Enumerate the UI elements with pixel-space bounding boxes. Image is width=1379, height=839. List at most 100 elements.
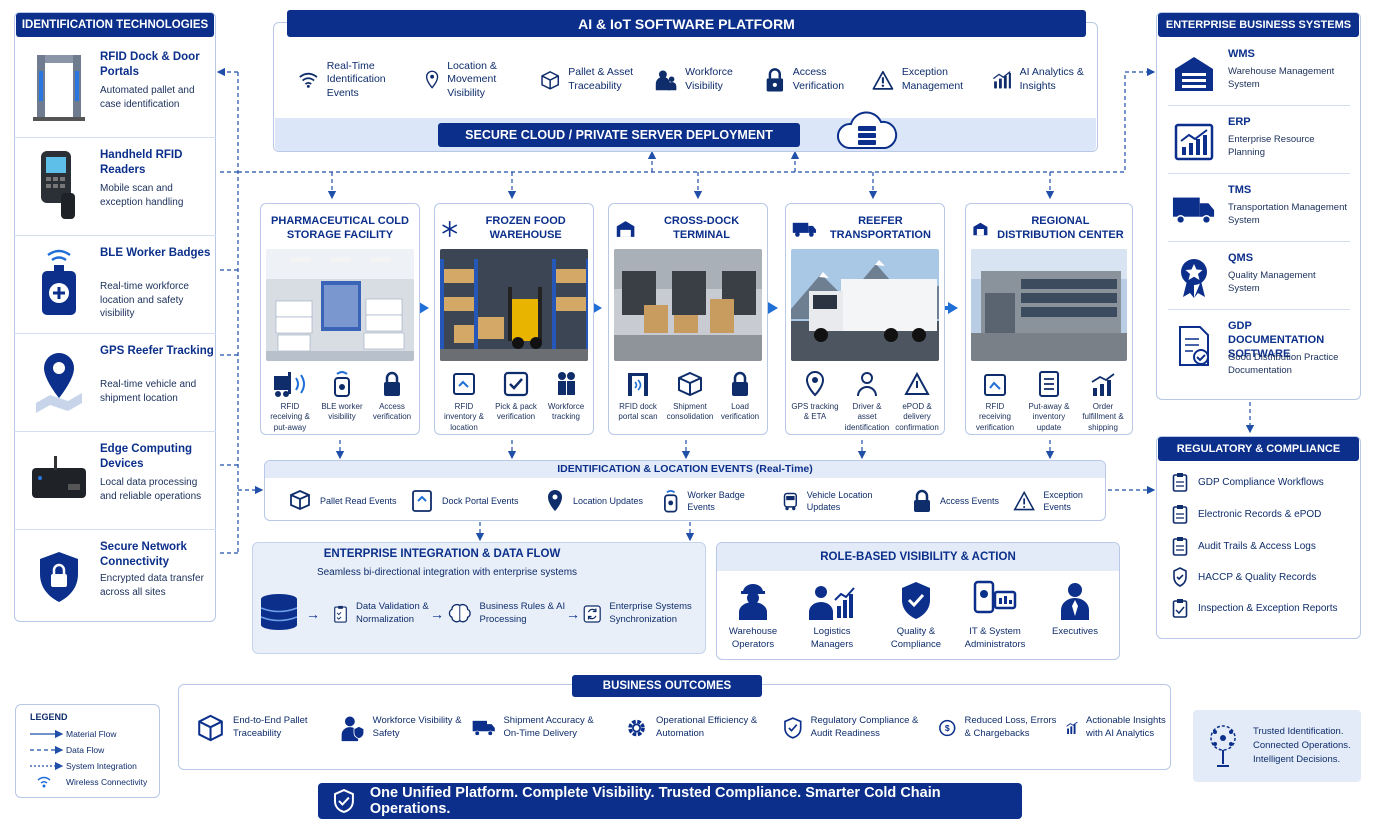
ble-badge-icon (24, 248, 94, 318)
facility-function: RFID inventory & location (439, 370, 489, 433)
facility-function: Put-away & inventory update (1024, 370, 1074, 433)
facility-function: Order fulfillment & shipping (1078, 370, 1128, 433)
facility-function: RFID receiving & put-away (265, 370, 315, 433)
cloud-server-icon (833, 110, 901, 152)
driver-icon (857, 372, 877, 397)
outcomes-panel (178, 684, 1171, 770)
facility-function: Driver & asset identification (842, 370, 892, 433)
facility-function: ePOD & delivery confirmation (892, 370, 942, 433)
tech-item-edge-device: Edge Computing Devices Local data proces… (14, 432, 216, 530)
tagline-box (1193, 710, 1361, 782)
compliance-header: REGULATORY & COMPLIANCE (1158, 437, 1359, 461)
gps-pin-icon (805, 370, 825, 397)
location-pin-icon (425, 70, 439, 89)
rfid-portal-icon (24, 52, 94, 122)
facility-title: PHARMACEUTICAL COLD STORAGE FACILITY (271, 215, 409, 241)
fulfillment-chart-icon (1091, 373, 1115, 396)
integration-step: Enterprise Systems Synchronization (583, 594, 703, 634)
facility-function: Load verification (715, 370, 765, 423)
legend-title: LEGEND (30, 712, 68, 722)
warehouse-icon (973, 222, 988, 236)
database-icon (258, 592, 300, 632)
tech-title: Handheld RFID Readers (100, 149, 183, 176)
role-executives: Executives (1040, 580, 1110, 639)
gear-icon (628, 719, 645, 737)
tech-item-ble-badge: BLE Worker Badges Real-time workforce lo… (14, 236, 216, 334)
executive-icon (1061, 583, 1089, 620)
tech-item-handheld-reader: Handheld RFID Readers Mobile scan and ex… (14, 138, 216, 236)
tech-title: BLE Worker Badges (100, 247, 211, 259)
legend-data-flow: Data Flow (66, 745, 105, 755)
tech-item-network: Secure Network Connectivity Encrypted da… (14, 530, 216, 628)
checklist-icon (1039, 371, 1059, 397)
event-item: Vehicle Location Updates (782, 485, 892, 517)
facility-title: REEFER TRANSPORTATION (792, 212, 938, 246)
dollar-icon: $ (939, 719, 956, 737)
platform-item: Exception Management (872, 56, 977, 104)
identification-technologies-panel (14, 12, 216, 622)
lock-icon (914, 489, 930, 512)
role-logistics-managers: Logistics Managers (797, 580, 867, 652)
platform-item: AI Analytics & Insights (992, 56, 1092, 104)
vehicle-icon (783, 492, 798, 511)
platform-item: Workforce Visibility (655, 56, 755, 104)
insights-chart-icon (1066, 721, 1078, 734)
platform-item: Pallet & Asset Traceability (540, 56, 650, 104)
facility-function: RFID receiving verification (970, 370, 1020, 433)
tech-title: Secure Network Connectivity (100, 541, 187, 568)
tagline-text: Trusted Identification. Connected Operat… (1253, 726, 1351, 765)
workforce-safety-icon (341, 716, 365, 742)
platform-item: Real-Time Identification Events (298, 56, 410, 104)
frozen-warehouse-photo (440, 249, 588, 361)
compliance-item: Electronic Records & ePOD (1172, 501, 1357, 527)
brain-icon (448, 603, 471, 623)
hardhat-worker-icon (739, 584, 767, 620)
role-it-admins: IT & System Administrators (960, 580, 1030, 652)
outcome-item: $Reduced Loss, Errors & Chargebacks (938, 708, 1063, 748)
distribution-center-photo (971, 249, 1127, 361)
facility-pharma: PHARMACEUTICAL COLD STORAGE FACILITY RFI… (260, 203, 420, 435)
compliance-item: Audit Trails & Access Logs (1172, 533, 1357, 559)
outcomes-header: BUSINESS OUTCOMES (572, 675, 762, 697)
lock-icon (766, 68, 784, 92)
outcome-item: Regulatory Compliance & Audit Readiness (783, 708, 928, 748)
truck-icon (1172, 188, 1216, 232)
event-item: Exception Events (1013, 485, 1103, 517)
dock-portal-icon (628, 373, 648, 396)
tech-desc: Real-time vehicle and shipment location (100, 379, 197, 404)
cross-dock-photo (614, 249, 762, 361)
event-item: Access Events (912, 485, 1002, 517)
compliance-item: Inspection & Exception Reports (1172, 595, 1357, 621)
it-admin-icon (973, 580, 1017, 614)
integration-subtitle: Seamless bi-directional integration with… (316, 567, 578, 578)
shield-check-icon (1173, 567, 1187, 587)
handheld-reader-icon (24, 150, 94, 220)
role-warehouse-operators: Warehouse Operators (718, 580, 788, 652)
facility-title: FROZEN FOOD WAREHOUSE (441, 212, 587, 246)
clipboard-check-icon (334, 605, 347, 623)
box-icon (678, 371, 702, 397)
facility-function: Shipment consolidation (665, 370, 715, 423)
edge-device-icon (24, 444, 94, 514)
quality-shield-icon (902, 582, 930, 619)
event-item: Location Updates (545, 485, 645, 517)
audit-log-icon (1172, 537, 1188, 556)
legend-wireless: Wireless Connectivity (66, 777, 148, 787)
compliance-panel (1156, 436, 1361, 639)
sync-icon (583, 605, 601, 623)
footer-shield-icon (333, 788, 354, 813)
cold-storage-photo (266, 249, 414, 361)
legend-system-integration: System Integration (66, 761, 137, 771)
facility-function: BLE worker visibility (317, 370, 367, 423)
tech-title: RFID Dock & Door Portals (100, 51, 200, 78)
svg-text:$: $ (945, 723, 950, 733)
traceability-box-icon (198, 714, 223, 742)
snowflake-icon (442, 221, 458, 237)
terminal-icon (616, 221, 635, 237)
location-pin-icon (548, 490, 562, 511)
outcome-item: Workforce Visibility & Safety (340, 708, 470, 748)
